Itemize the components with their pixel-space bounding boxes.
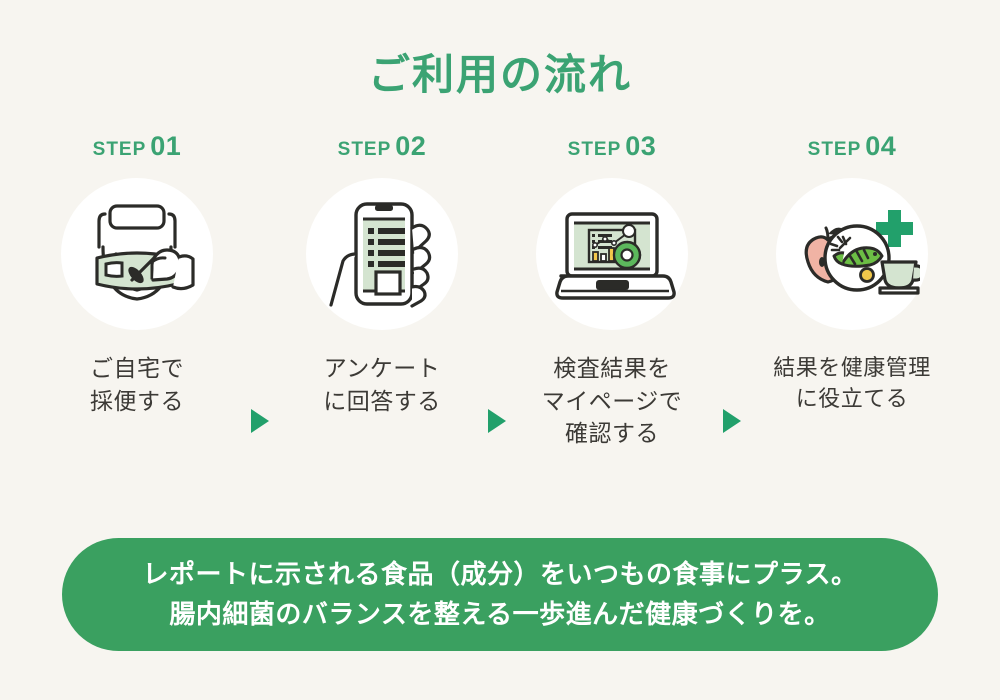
summary-banner: レポートに示される食品（成分）をいつもの食事にプラス。 腸内細菌のバランスを整え… [62,538,938,651]
hand-holding-smartphone-questionnaire-icon [320,192,444,316]
step-number-3: 03 [625,131,657,161]
plus-icon [876,210,913,247]
step-word-2: STEP [337,139,392,160]
arrow-right-triangle-icon-2 [487,408,507,434]
healthy-meal-plate-icon [784,186,920,322]
step-caption-1: ご自宅で 採便する [90,355,184,414]
laptop-results-dashboard-icon [548,190,676,318]
step-caption-2: アンケート に回答する [323,355,441,414]
step-caption-3: 検査結果を マイページで 確認する [541,355,683,447]
arrow-right-triangle-icon-3 [722,408,742,434]
step-number-4: 04 [865,131,897,161]
step-word-4: STEP [807,139,862,160]
step-word-1: STEP [92,139,147,160]
step-caption-4: 結果を健康管理 に役立てる [773,355,931,412]
step-word-3: STEP [567,139,622,160]
step-icon-circle-4 [776,178,928,330]
step-number-1: 01 [150,131,182,161]
step-number-2: 02 [395,131,427,161]
step-icon-circle-2 [306,178,458,330]
summary-banner-text: レポートに示される食品（成分）をいつもの食事にプラス。 腸内細菌のバランスを整え… [142,558,858,629]
page-title: ご利用の流れ [367,51,632,98]
toilet-stool-sample-collection-icon [75,192,199,316]
step-icon-circle-3 [536,178,688,330]
step-icon-circle-1 [61,178,213,330]
arrow-right-triangle-icon-1 [250,408,270,434]
